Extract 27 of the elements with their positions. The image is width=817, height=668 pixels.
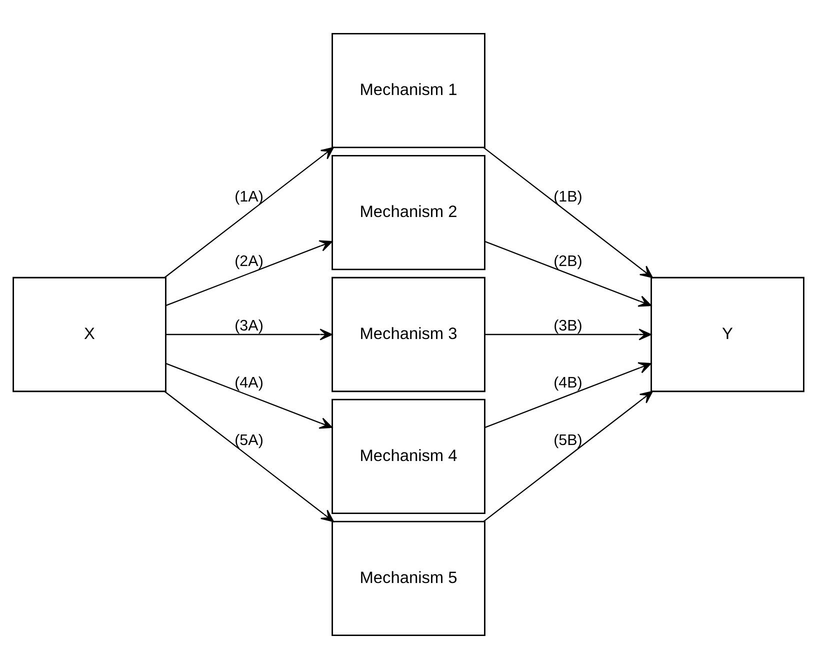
arrow — [166, 240, 332, 306]
node-box: Mechanism 2 — [332, 154, 486, 270]
edge-label: (2A) — [234, 252, 264, 270]
edge-label: (4B) — [554, 374, 582, 392]
arrow — [164, 390, 334, 522]
node-box: Mechanism 3 — [332, 276, 486, 392]
edge-label: (3B) — [554, 316, 582, 334]
arrow — [166, 328, 332, 340]
edge-label: (2B) — [554, 252, 582, 270]
node-box: Mechanism 1 — [332, 32, 486, 148]
node-box: Mechanism 4 — [332, 398, 486, 514]
edge-label: (1B) — [554, 188, 582, 205]
arrow — [164, 146, 334, 278]
arrow — [485, 328, 652, 340]
arrow — [484, 362, 652, 428]
arrow — [484, 240, 652, 306]
arrow — [166, 362, 332, 428]
node-box: Mechanism 5 — [332, 520, 486, 636]
node-box: Y — [650, 276, 804, 392]
node-box: X — [12, 276, 166, 392]
edge-label: (5B) — [554, 432, 582, 449]
edge-label: (4A) — [234, 374, 264, 392]
edge-label: (1A) — [234, 188, 264, 205]
arrow — [483, 390, 653, 522]
edge-label: (3A) — [234, 316, 264, 334]
arrow — [483, 146, 653, 278]
edge-label: (5A) — [234, 432, 264, 449]
